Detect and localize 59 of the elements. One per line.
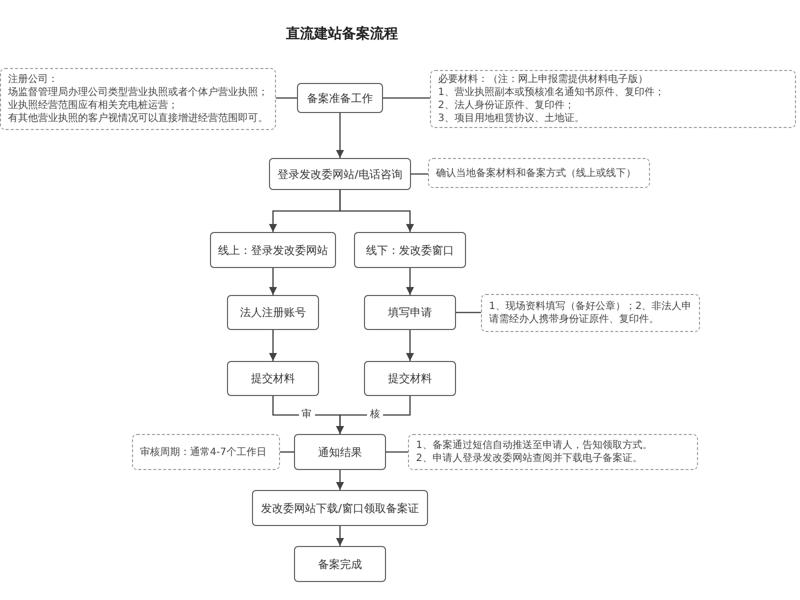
box-label: 线下：发改委窗口 — [366, 242, 454, 258]
note-text: 2、法人身份证原件、复印件； — [438, 99, 574, 112]
edge-label: 核 — [367, 409, 383, 421]
process-box — [354, 232, 466, 268]
connector-line — [276, 97, 297, 99]
box-label: 发改委网站下载/窗口领取备案证 — [261, 500, 419, 516]
note-box — [132, 434, 280, 470]
note-box — [408, 434, 698, 470]
process-box — [227, 295, 319, 330]
box-label: 线上：登录发改委网站 — [218, 242, 328, 258]
connector-line — [386, 451, 408, 453]
arrow — [336, 526, 344, 546]
box-label: 备案完成 — [318, 556, 362, 572]
process-box — [252, 490, 428, 526]
process-box — [364, 295, 456, 330]
process-box — [227, 361, 319, 396]
process-box — [297, 83, 383, 113]
process-box — [269, 158, 411, 190]
note-text: 注册公司： — [8, 73, 58, 86]
box-label: 提交材料 — [388, 371, 432, 386]
note-text: 必要材料：（注：网上申报需提供材料电子版） — [438, 73, 648, 86]
connector-line — [383, 97, 430, 99]
arrow — [336, 396, 411, 434]
box-label: 提交材料 — [251, 371, 295, 386]
arrow — [406, 330, 414, 361]
note-text: 1、备案通过短信自动推送至申请人，告知领取方式。 — [416, 439, 652, 452]
process-box — [364, 361, 456, 396]
process-box — [294, 546, 386, 582]
arrow — [269, 268, 277, 295]
box-label: 备案准备工作 — [307, 90, 373, 106]
note-text: 审核周期：通常4-7个工作日 — [140, 446, 266, 458]
connector-line — [411, 173, 428, 175]
process-box — [294, 434, 386, 470]
note-text: 2、申请人登录发改委网站查阅并下载电子备案证。 — [416, 452, 642, 465]
box-label: 登录发改委网站/电话咨询 — [278, 166, 402, 182]
arrow — [269, 330, 277, 361]
note-text: 1、营业执照副本或预核准名通知书原件、复印件； — [438, 86, 664, 99]
process-box — [210, 232, 336, 268]
arrow — [336, 470, 344, 490]
note-text: 业执照经营范围应有相关充电桩运营； — [8, 99, 178, 112]
arrow — [406, 268, 414, 295]
arrow — [336, 113, 344, 158]
note-text: 场监督管理局办理公司类型营业执照或者个体户营业执照； — [8, 86, 268, 99]
arrow — [339, 190, 414, 232]
note-text: 3、项目用地租赁协议、土地证。 — [438, 112, 584, 125]
connector-line — [280, 451, 294, 453]
box-label: 通知结果 — [318, 444, 362, 460]
edge-label: 审 — [298, 409, 314, 421]
diagram-title: 直流建站备案流程 — [286, 25, 398, 43]
box-label: 填写申请 — [388, 305, 432, 320]
note-box — [430, 70, 796, 128]
connector-line — [456, 312, 481, 314]
note-box — [481, 294, 700, 332]
box-label: 法人注册账号 — [240, 305, 306, 320]
note-text: 确认当地备案材料和备案方式（线上或线下） — [436, 166, 636, 180]
note-text: 有其他营业执照的客户视情况可以直接增进经营范围即可。 — [8, 112, 268, 125]
note-box — [0, 68, 276, 130]
note-box — [428, 158, 650, 188]
note-text: 1、现场资料填写（备好公章）；2、非法人申请需经办人携带身份证原件、复印件。 — [489, 300, 692, 326]
